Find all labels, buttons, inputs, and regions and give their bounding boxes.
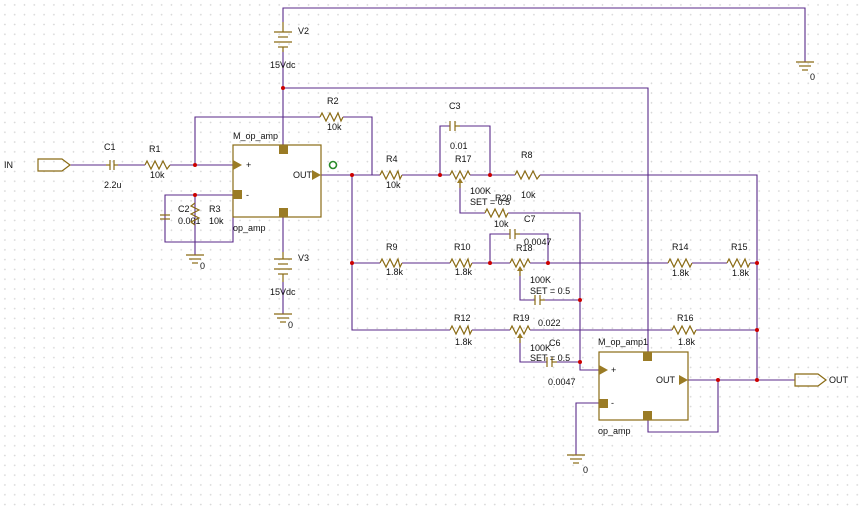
svg-text:10k: 10k: [327, 122, 342, 132]
svg-text:1.8k: 1.8k: [386, 267, 404, 277]
svg-text:0: 0: [583, 465, 588, 475]
svg-text:0.01: 0.01: [450, 141, 468, 151]
svg-text:-: -: [246, 190, 249, 200]
svg-text:C3: C3: [449, 101, 461, 111]
svg-text:-: -: [611, 398, 614, 408]
svg-text:R1: R1: [149, 144, 161, 154]
svg-text:R2: R2: [327, 96, 339, 106]
resistor-r2[interactable]: R2 10k: [319, 96, 344, 132]
svg-text:1.8k: 1.8k: [678, 337, 696, 347]
svg-text:OUT: OUT: [293, 170, 313, 180]
svg-text:1.8k: 1.8k: [455, 267, 473, 277]
potentiometer-r19[interactable]: R19 100K SET = 0.5: [509, 313, 570, 363]
svg-text:SET = 0.5: SET = 0.5: [530, 286, 570, 296]
svg-text:10k: 10k: [209, 216, 224, 226]
svg-text:op_amp: op_amp: [233, 223, 266, 233]
resistor-r1[interactable]: R1 10k: [144, 144, 171, 180]
opamp-u2[interactable]: + - OUT M_op_amp1 op_amp: [598, 337, 689, 436]
resistor-r15[interactable]: R15 1.8k: [726, 242, 751, 278]
ground-symbol-c2: 0: [186, 254, 205, 271]
svg-text:100K: 100K: [530, 275, 551, 285]
capacitor-c2[interactable]: C2 0.001: [160, 204, 201, 226]
svg-text:C1: C1: [104, 142, 116, 152]
resistor-r12[interactable]: R12 1.8k: [449, 313, 473, 347]
svg-text:100K: 100K: [530, 343, 551, 353]
svg-text:R14: R14: [672, 242, 689, 252]
svg-text:OUT: OUT: [829, 375, 849, 385]
resistor-r9[interactable]: R9 1.8k: [379, 242, 404, 277]
resistor-r10[interactable]: R10 1.8k: [449, 242, 473, 277]
svg-text:10k: 10k: [521, 190, 536, 200]
svg-text:R8: R8: [521, 150, 533, 160]
ground-symbol-u2: 0: [567, 454, 588, 475]
svg-text:0.022: 0.022: [538, 318, 561, 328]
svg-text:R10: R10: [454, 242, 471, 252]
svg-text:+: +: [246, 160, 251, 170]
svg-text:R16: R16: [677, 313, 694, 323]
svg-text:1.8k: 1.8k: [672, 268, 690, 278]
potentiometer-r18[interactable]: R18 100K SET = 0.5: [509, 243, 570, 296]
svg-text:100K: 100K: [470, 186, 491, 196]
svg-text:R15: R15: [731, 242, 748, 252]
resistor-r8[interactable]: R8 10k: [514, 150, 541, 200]
opamp-u1[interactable]: + - OUT M_op_amp op_amp: [232, 131, 338, 233]
svg-text:R3: R3: [209, 204, 221, 214]
svg-text:R20: R20: [495, 193, 512, 203]
svg-text:0: 0: [810, 72, 815, 82]
svg-text:1.8k: 1.8k: [732, 268, 750, 278]
svg-text:1.8k: 1.8k: [455, 337, 473, 347]
svg-text:IN: IN: [4, 160, 13, 170]
capacitor-mid[interactable]: 0.022: [534, 295, 561, 328]
svg-text:15Vdc: 15Vdc: [270, 60, 296, 70]
svg-text:SET = 0.5: SET = 0.5: [470, 197, 510, 207]
resistor-r14[interactable]: R14 1.8k: [667, 242, 693, 278]
capacitor-c7[interactable]: C7 0.0047: [509, 214, 552, 247]
capacitor-c1[interactable]: C1 2.2u: [104, 142, 122, 190]
port-in[interactable]: IN: [4, 158, 71, 172]
ground-symbol-top: 0: [796, 61, 815, 82]
svg-text:R17: R17: [455, 154, 472, 164]
svg-text:R18: R18: [516, 243, 533, 253]
svg-text:0: 0: [200, 261, 205, 271]
svg-text:R4: R4: [386, 154, 398, 164]
svg-text:OUT: OUT: [656, 375, 676, 385]
svg-text:R9: R9: [386, 242, 398, 252]
svg-text:M_op_amp1: M_op_amp1: [598, 337, 648, 347]
svg-text:0.0047: 0.0047: [524, 237, 552, 247]
probe-marker[interactable]: [328, 160, 338, 170]
resistor-r20[interactable]: R20 10k: [484, 193, 512, 229]
source-v2[interactable]: V2 15Vdc: [270, 22, 309, 70]
source-v3[interactable]: V3 15Vdc: [270, 252, 309, 297]
svg-text:C6: C6: [549, 338, 561, 348]
svg-text:0.0047: 0.0047: [548, 377, 576, 387]
capacitor-c6[interactable]: C6 0.0047: [546, 338, 576, 387]
resistor-r4[interactable]: R4 10k: [379, 154, 403, 190]
svg-text:M_op_amp: M_op_amp: [233, 131, 278, 141]
resistor-r3[interactable]: R3 10k: [189, 202, 224, 226]
junctions: [193, 86, 759, 382]
svg-text:0.001: 0.001: [178, 216, 201, 226]
svg-text:V3: V3: [298, 253, 309, 263]
svg-text:C2: C2: [178, 204, 190, 214]
svg-text:R12: R12: [454, 313, 471, 323]
svg-text:V2: V2: [298, 26, 309, 36]
port-out[interactable]: OUT: [794, 373, 849, 387]
svg-text:0: 0: [288, 320, 293, 330]
svg-text:R19: R19: [513, 313, 530, 323]
ground-symbol-v3: 0: [274, 313, 293, 330]
svg-text:10k: 10k: [150, 170, 165, 180]
svg-text:10k: 10k: [386, 180, 401, 190]
svg-text:+: +: [611, 365, 616, 375]
svg-text:op_amp: op_amp: [598, 426, 631, 436]
potentiometer-r17[interactable]: R17 100K SET = 0.5: [449, 154, 510, 207]
svg-text:C7: C7: [524, 214, 536, 224]
svg-text:SET = 0.5: SET = 0.5: [530, 353, 570, 363]
svg-text:2.2u: 2.2u: [104, 180, 122, 190]
capacitor-c3[interactable]: C3 0.01: [449, 101, 468, 151]
resistor-r16[interactable]: R16 1.8k: [671, 313, 697, 347]
wires: [70, 7, 806, 455]
svg-text:10k: 10k: [494, 219, 509, 229]
svg-text:15Vdc: 15Vdc: [270, 287, 296, 297]
